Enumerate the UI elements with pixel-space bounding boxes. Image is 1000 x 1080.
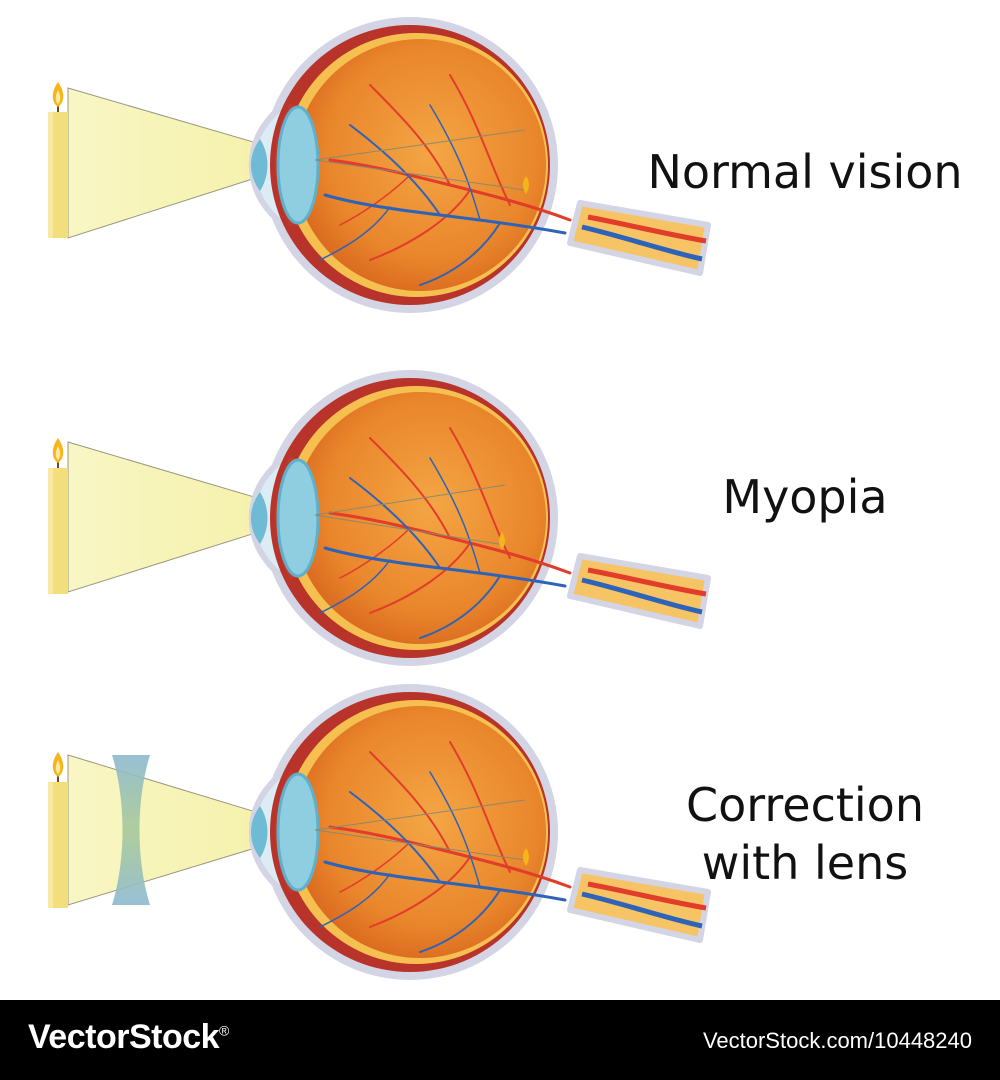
brand-name: VectorStock bbox=[28, 1018, 220, 1056]
registered-mark: ® bbox=[219, 1022, 229, 1039]
image-reference: VectorStock.com/10448240 bbox=[702, 1028, 972, 1053]
label-normal-vision-text: Normal vision bbox=[647, 145, 963, 199]
candle-icon bbox=[47, 437, 69, 595]
myopia-illustration bbox=[47, 370, 708, 666]
label-normal-vision: Normal vision bbox=[635, 143, 975, 201]
vectorstock-logo: VectorStock® bbox=[28, 1018, 229, 1057]
candle-icon bbox=[47, 751, 69, 909]
myopia-diagram bbox=[47, 0, 1000, 1000]
candle-icon bbox=[47, 81, 69, 239]
label-myopia-text: Myopia bbox=[722, 470, 888, 524]
normal-vision-illustration bbox=[47, 17, 708, 313]
correction-illustration bbox=[47, 684, 708, 980]
label-myopia: Myopia bbox=[635, 468, 975, 526]
label-correction-line2: with lens bbox=[701, 836, 909, 890]
label-correction: Correction with lens bbox=[635, 776, 975, 892]
label-correction-line1: Correction bbox=[686, 778, 924, 832]
footer-bar: VectorStock® VectorStock.com/10448240 bbox=[0, 1000, 1000, 1080]
